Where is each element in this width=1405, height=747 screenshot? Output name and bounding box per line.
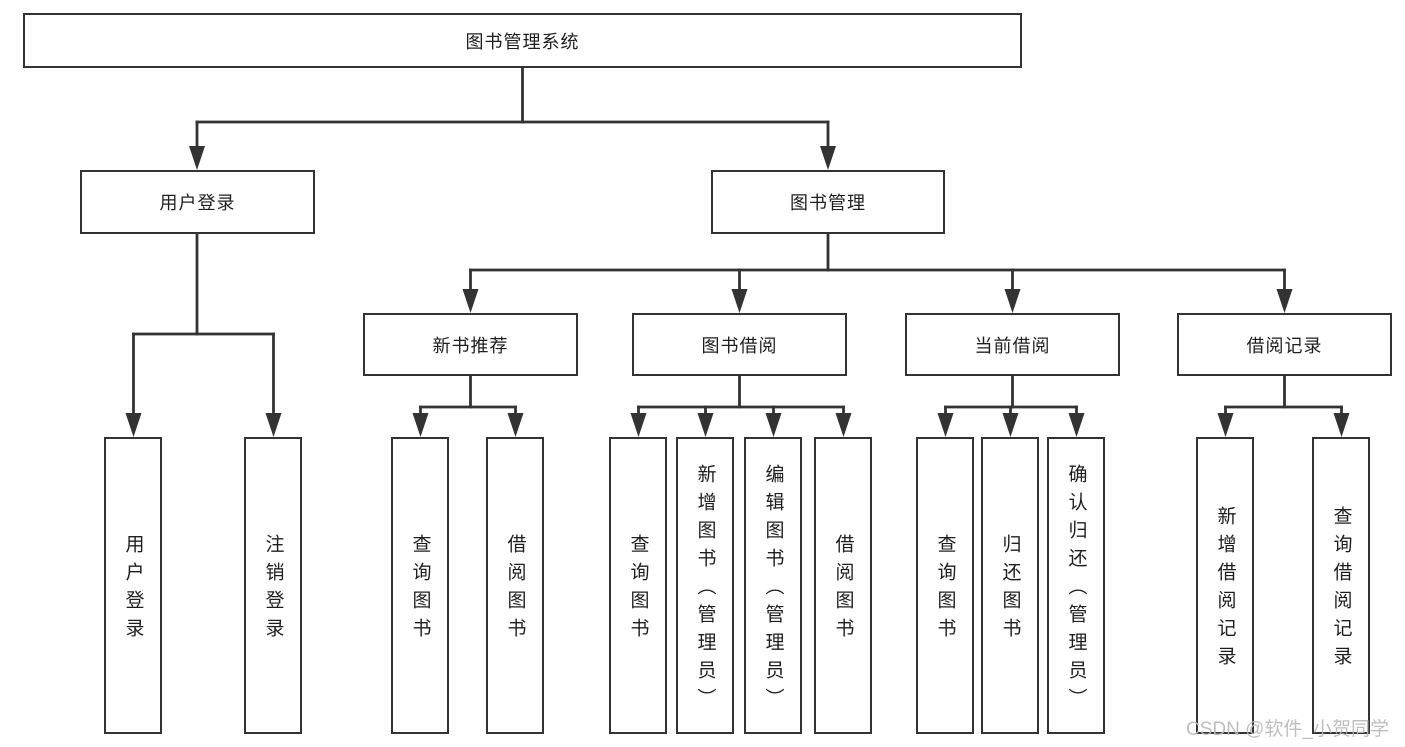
node-label: 当前借阅 xyxy=(974,335,1051,356)
node-user-login: 用户登录 xyxy=(80,170,315,234)
node-label: 用户登录 xyxy=(159,193,236,213)
leaf-edit-book-admin: 编辑图书（管理员） xyxy=(744,437,802,734)
node-label: 图书管理 xyxy=(790,193,866,213)
leaf-borrow-books: 借阅图书 xyxy=(814,437,872,734)
node-label: 借阅图书 xyxy=(832,534,854,646)
node-label: 确认归还（管理员） xyxy=(1065,464,1087,716)
node-label: 编辑图书（管理员） xyxy=(762,464,784,716)
node-label: 图书管理系统 xyxy=(465,31,580,52)
node-book-borrowing: 图书借阅 xyxy=(632,313,847,376)
node-label: 新增图书（管理员） xyxy=(694,464,716,716)
node-label: 新书推荐 xyxy=(432,335,509,356)
node-label: 用户登录 xyxy=(122,534,144,646)
node-label: 查询图书 xyxy=(409,534,431,646)
node-new-book-recommendation: 新书推荐 xyxy=(363,313,578,376)
node-label: 查询图书 xyxy=(934,534,956,646)
node-borrowing-records: 借阅记录 xyxy=(1177,313,1392,376)
leaf-add-book-admin: 新增图书（管理员） xyxy=(676,437,734,734)
node-label: 借阅图书 xyxy=(504,534,526,646)
node-current-borrowing: 当前借阅 xyxy=(905,313,1120,376)
leaf-return-books: 归还图书 xyxy=(981,437,1039,734)
node-label: 新增借阅记录 xyxy=(1214,506,1236,674)
node-library-management-system: 图书管理系统 xyxy=(23,13,1022,68)
leaf-query-books-borrowing: 查询图书 xyxy=(609,437,667,734)
node-book-management: 图书管理 xyxy=(711,170,945,234)
node-label: 查询图书 xyxy=(627,534,649,646)
leaf-add-borrow-record: 新增借阅记录 xyxy=(1196,437,1254,734)
node-label: 查询借阅记录 xyxy=(1330,506,1352,674)
leaf-query-borrow-record: 查询借阅记录 xyxy=(1312,437,1370,734)
leaf-confirm-return-admin: 确认归还（管理员） xyxy=(1047,437,1105,734)
leaf-query-books-recommend: 查询图书 xyxy=(391,437,449,734)
node-label: 归还图书 xyxy=(999,534,1021,646)
node-label: 注销登录 xyxy=(262,534,284,646)
leaf-logout: 注销登录 xyxy=(244,437,302,734)
leaf-query-books-current: 查询图书 xyxy=(916,437,974,734)
leaf-borrow-books-recommend: 借阅图书 xyxy=(486,437,544,734)
leaf-user-login: 用户登录 xyxy=(104,437,162,734)
node-label: 图书借阅 xyxy=(701,335,778,356)
node-label: 借阅记录 xyxy=(1246,335,1323,356)
